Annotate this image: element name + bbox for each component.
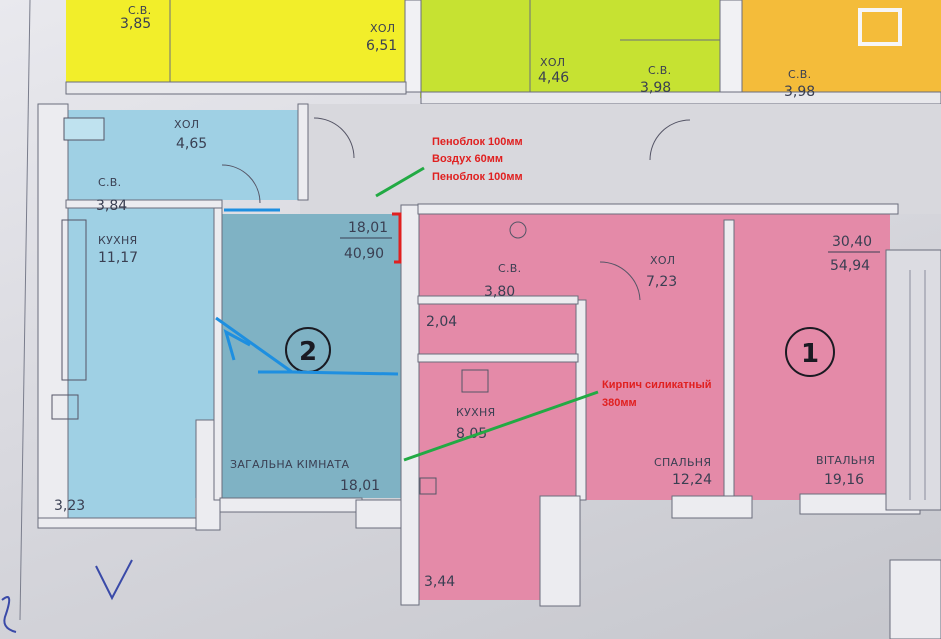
top-room-label: С.В. (648, 64, 671, 77)
wall (417, 203, 899, 215)
apartment-2-number: 2 (299, 337, 317, 367)
top-room-label: С.В. (128, 4, 151, 17)
apt1-bedroom-area: 12,24 (672, 472, 712, 488)
apt2-common-room-area: 18,01 (340, 478, 380, 494)
apt1-living-room-area: 19,16 (824, 472, 864, 488)
sink-fixture (461, 369, 489, 393)
wall (404, 0, 422, 93)
paper-border (19, 0, 31, 621)
apt2-hall-area: 4,65 (176, 136, 207, 152)
apt1-kitchen-label: КУХНЯ (456, 406, 495, 419)
apartment-1-number: 1 (801, 339, 819, 369)
top-green-apartment (420, 0, 720, 98)
top-room-area: 3,98 (784, 84, 815, 100)
apt1-living-label: ВІТАЛЬНЯ (816, 454, 875, 467)
apt1-bath-label: С.В. (498, 262, 521, 275)
apt2-kitchen-area: 11,17 (98, 250, 138, 266)
wall (219, 497, 363, 513)
wall (889, 559, 941, 639)
top-room-area: 3,85 (120, 16, 151, 32)
toilet-fixture (509, 221, 527, 239)
wall-note-line-2: Воздух 60мм (432, 153, 503, 165)
apt2-hall-label: ХОЛ (174, 118, 199, 131)
apartment-1-fill (418, 212, 890, 500)
green-pointer (403, 390, 599, 462)
stove-fixture (51, 394, 79, 420)
corridor (300, 104, 941, 214)
top-room-label: ХОЛ (370, 22, 395, 35)
wall (539, 495, 581, 607)
apt1-hall-area: 7,23 (646, 274, 677, 290)
green-pointer (375, 166, 425, 198)
door-swing (313, 117, 355, 159)
top-room-area: 3,98 (640, 80, 671, 96)
wall (37, 103, 69, 525)
apt2-balcony-area: 3,23 (54, 498, 85, 514)
apartment-1-balcony (418, 500, 550, 600)
apt1-living-area: 30,40 (832, 234, 872, 250)
top-room-label: С.В. (788, 68, 811, 81)
apartment-1-circle (785, 327, 835, 377)
handwriting-scribble (1, 596, 17, 633)
wall (858, 8, 902, 46)
wall (671, 495, 753, 519)
apt1-bedroom-label: СПАЛЬНЯ (654, 456, 711, 469)
party-wall (400, 204, 420, 606)
door-swing (221, 164, 261, 204)
apt1-balcony-area: 3,44 (424, 574, 455, 590)
apt2-bath-label: С.В. (98, 176, 121, 189)
top-yellow-apartment (66, 0, 406, 82)
apt1-storage-area: 2,04 (426, 314, 457, 330)
top-room-area: 6,51 (366, 38, 397, 54)
apt1-total-area: 54,94 (830, 258, 870, 274)
top-room-area: 4,46 (538, 70, 569, 86)
wall (420, 91, 941, 105)
wall (417, 353, 579, 363)
stove-fixture (419, 477, 437, 495)
brick-note-line-1: Кирпич силикатный (602, 379, 711, 391)
bathtub-fixture (63, 117, 105, 141)
stairwell (885, 249, 941, 511)
top-room-label: ХОЛ (540, 56, 565, 69)
red-bracket (392, 212, 402, 264)
door-swing (649, 119, 691, 161)
wall (719, 0, 743, 101)
apt2-living-area: 18,01 (348, 220, 388, 236)
apartment-2-fill (44, 110, 300, 518)
wall (37, 517, 199, 529)
wall (213, 199, 223, 501)
wall (65, 81, 407, 95)
wall-note-line-1: Пеноблок 100мм (432, 136, 523, 148)
kitchen-counter-fixture (61, 219, 87, 381)
wall-note-line-3: Пеноблок 100мм (432, 171, 523, 183)
wall (297, 103, 309, 201)
wall (723, 219, 735, 501)
apartment-2-common-room (220, 214, 402, 498)
blue-arrow (223, 328, 251, 361)
apt2-bath-area: 3,84 (96, 198, 127, 214)
wall (65, 199, 223, 209)
apt2-kitchen-label: КУХНЯ (98, 234, 137, 247)
apt1-bath-area: 3,80 (484, 284, 515, 300)
top-orange-apartment (742, 0, 941, 102)
apt2-total-area: 40,90 (344, 246, 384, 262)
apt1-hall-label: ХОЛ (650, 254, 675, 267)
handwriting-scribble (95, 559, 133, 601)
brick-note-line-2: 380мм (602, 397, 637, 409)
door-swing (599, 261, 641, 301)
wall (417, 295, 579, 305)
apt2-common-room-label: ЗАГАЛЬНА КІМНАТА (230, 458, 349, 471)
